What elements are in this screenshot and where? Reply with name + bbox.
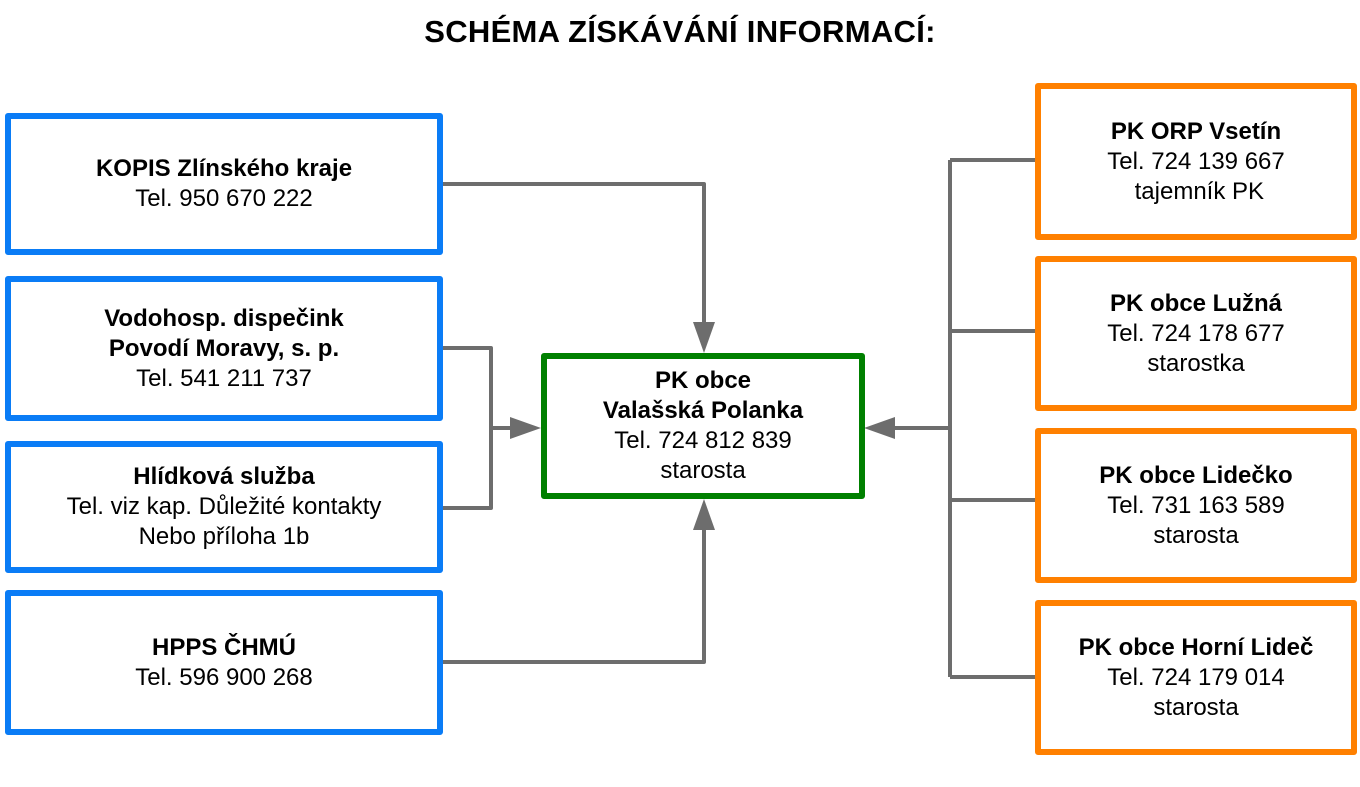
neighbor-role: starosta xyxy=(1153,521,1239,549)
neighbor-name: PK obce Lidečko xyxy=(1099,461,1293,489)
connector-vodohosp xyxy=(442,346,493,510)
neighbor-name: PK ORP Vsetín xyxy=(1110,117,1282,145)
center-phone: Tel. 724 812 839 xyxy=(614,427,792,454)
diagram-title: SCHÉMA ZÍSKÁVÁNÍ INFORMACÍ: xyxy=(424,14,936,49)
neighbor-box-orp-vsetin: PK ORP Vsetín Tel. 724 139 667 tajemník … xyxy=(1035,83,1357,240)
center-box-valasska-polanka: PK obce Valašská Polanka Tel. 724 812 83… xyxy=(541,353,865,499)
neighbor-name: PK obce Horní Lideč xyxy=(1078,633,1314,661)
center-name-line2: Valašská Polanka xyxy=(602,397,804,424)
neighbor-role: starosta xyxy=(1153,693,1239,721)
source-box-hlidkova-sluzba: Hlídková služba Tel. viz kap. Důležité k… xyxy=(5,441,443,573)
source-name: HPPS ČHMÚ xyxy=(151,633,296,661)
source-box-kopis: KOPIS Zlínského kraje Tel. 950 670 222 xyxy=(5,113,443,255)
neighbor-role: tajemník PK xyxy=(1127,177,1265,205)
arrowhead-up-icon xyxy=(693,499,715,530)
neighbor-role: starostka xyxy=(1147,349,1245,377)
neighbor-phone: Tel. 724 139 667 xyxy=(1107,147,1285,175)
source-box-vodohosp-dispecink: Vodohosp. dispečink Povodí Moravy, s. p.… xyxy=(5,276,443,421)
source-box-hpps-chmu: HPPS ČHMÚ Tel. 596 900 268 xyxy=(5,590,443,735)
source-phone: Tel. 950 670 222 xyxy=(135,185,313,212)
arrowhead-right-icon xyxy=(510,417,541,439)
neighbor-box-luzna: PK obce Lužná Tel. 724 178 677 starostka xyxy=(1035,256,1357,411)
source-note: Nebo příloha 1b xyxy=(138,523,310,550)
source-phone: Tel. viz kap. Důležité kontakty xyxy=(66,493,382,520)
neighbor-phone: Tel. 731 163 589 xyxy=(1107,491,1285,519)
arrowhead-left-icon xyxy=(864,417,895,439)
source-name-line2: Povodí Moravy, s. p. xyxy=(108,334,340,362)
center-role: starosta xyxy=(660,457,746,484)
neighbor-name: PK obce Lužná xyxy=(1109,289,1283,317)
source-phone: Tel. 596 900 268 xyxy=(135,663,313,691)
source-name: KOPIS Zlínského kraje xyxy=(95,155,353,182)
connector-hpps xyxy=(442,524,706,664)
neighbor-phone: Tel. 724 179 014 xyxy=(1107,663,1285,691)
source-phone: Tel. 541 211 737 xyxy=(136,364,312,392)
source-name: Vodohosp. dispečink xyxy=(104,304,344,332)
neighbor-phone: Tel. 724 178 677 xyxy=(1107,319,1285,347)
source-name: Hlídková služba xyxy=(133,463,315,490)
connector-kopis xyxy=(442,182,706,328)
neighbor-box-horni-lidec: PK obce Horní Lideč Tel. 724 179 014 sta… xyxy=(1035,600,1357,755)
neighbor-box-lidecko: PK obce Lidečko Tel. 731 163 589 starost… xyxy=(1035,428,1357,583)
arrowhead-down-icon xyxy=(693,322,715,353)
center-name: PK obce xyxy=(654,367,752,394)
